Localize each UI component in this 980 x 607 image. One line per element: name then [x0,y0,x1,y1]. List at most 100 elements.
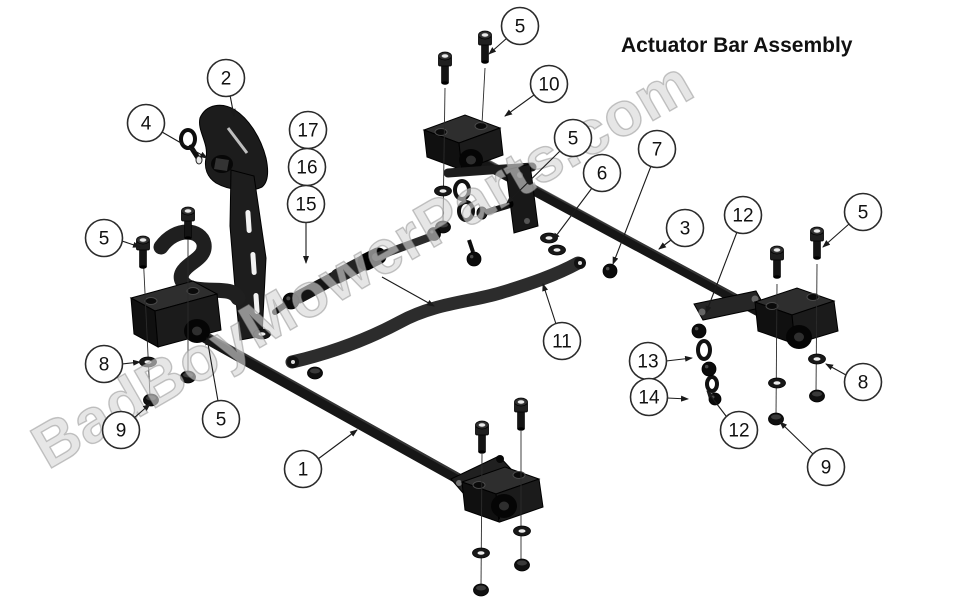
bolt [514,397,528,431]
callout-number: 5 [858,203,869,224]
callout-circle [206,58,246,98]
callout-circle [201,399,241,439]
hitch-pin-clip [179,128,203,165]
callout-number: 17 [297,121,318,142]
callout-8: 8 [84,344,141,384]
washer [513,525,531,537]
leader-line [542,283,557,325]
callout-circle [582,153,622,193]
bolt [475,420,489,454]
leader-line [488,37,508,55]
callout-number: 13 [637,352,658,373]
callout-circle [84,218,124,258]
washer [808,353,826,365]
callout-circle [101,410,141,450]
leader-line [665,355,693,362]
callout-circle [843,362,883,402]
leader-line [205,337,219,402]
push-rod [272,233,434,315]
callout-14: 14 [629,377,689,417]
callout-number: 15 [295,195,316,216]
bolt [438,51,452,85]
callout-number: 6 [597,164,608,185]
bolt [478,30,492,64]
page-title: Actuator Bar Assembly [621,34,853,57]
s-bracket [153,224,246,306]
leader-line [658,239,672,250]
callout-circle [665,208,705,248]
bolt [810,226,824,260]
callout-5: 5 [822,192,883,248]
leader-line [666,395,689,402]
leader-line [506,150,561,204]
nut [514,558,530,572]
callout-number: 1 [298,460,309,481]
callout-circle [637,129,677,169]
callout-number: 9 [116,421,127,442]
ball-joint [701,361,717,377]
callout-8: 8 [825,362,883,402]
callout-1: 1 [283,429,358,489]
leader-line [822,223,850,248]
leader-line [229,94,236,117]
washer [548,244,566,256]
leader-line [779,421,814,455]
leader-line [161,131,208,159]
callout-number: 8 [858,373,869,394]
callout-16: 16 [287,147,327,187]
callout-5: 5 [506,118,593,204]
callout-6: 6 [552,153,622,241]
leader-line [381,276,435,307]
callout-number: 12 [732,206,753,227]
callout-circle [719,410,759,450]
washer [768,377,786,389]
callout-number: 12 [728,421,749,442]
leader-line [317,429,358,460]
callout-number: 4 [141,114,152,135]
nut [143,393,159,407]
callout-circle [843,192,883,232]
callout-15: 15 [286,184,326,264]
callout-circle [529,64,569,104]
ball-joint [691,323,707,339]
ball-joint [282,292,300,310]
ball-joint [466,251,482,267]
mount-bracket-right [753,287,839,349]
assembly-axis-line [442,87,446,224]
callout-number: 3 [680,219,691,240]
callout-12: 12 [706,390,759,450]
callout-5: 5 [84,218,141,258]
mount-bracket-bottom [450,455,544,523]
callout-number: 14 [638,388,660,409]
callout-7: 7 [612,129,677,265]
ball-joint [708,392,722,406]
nut [307,366,323,380]
leader-line [121,359,141,366]
callout-11: 11 [381,276,582,361]
callout-circle [283,449,323,489]
assembly-axis-line [480,453,483,588]
callout-circle [286,184,326,224]
assembly-axis-line [142,251,151,397]
callout-circle [806,447,846,487]
leader-line [705,231,738,314]
callout-9: 9 [779,421,846,487]
leader-line [612,165,652,265]
washer [139,356,157,368]
leader-line [706,390,727,417]
bolt [136,235,150,269]
assembly-axis-line [815,263,818,394]
nut [809,389,825,403]
hardware-layer [136,30,826,597]
callout-circle [84,344,124,384]
callout-number: 8 [99,355,110,376]
callout-17: 17 [288,110,328,150]
callout-3: 3 [658,208,705,250]
callout-number: 5 [216,410,227,431]
washer [472,547,490,559]
ball-joint [427,227,441,241]
callout-circle [500,6,540,46]
callout-circle [629,377,669,417]
center-linkage [443,162,539,253]
